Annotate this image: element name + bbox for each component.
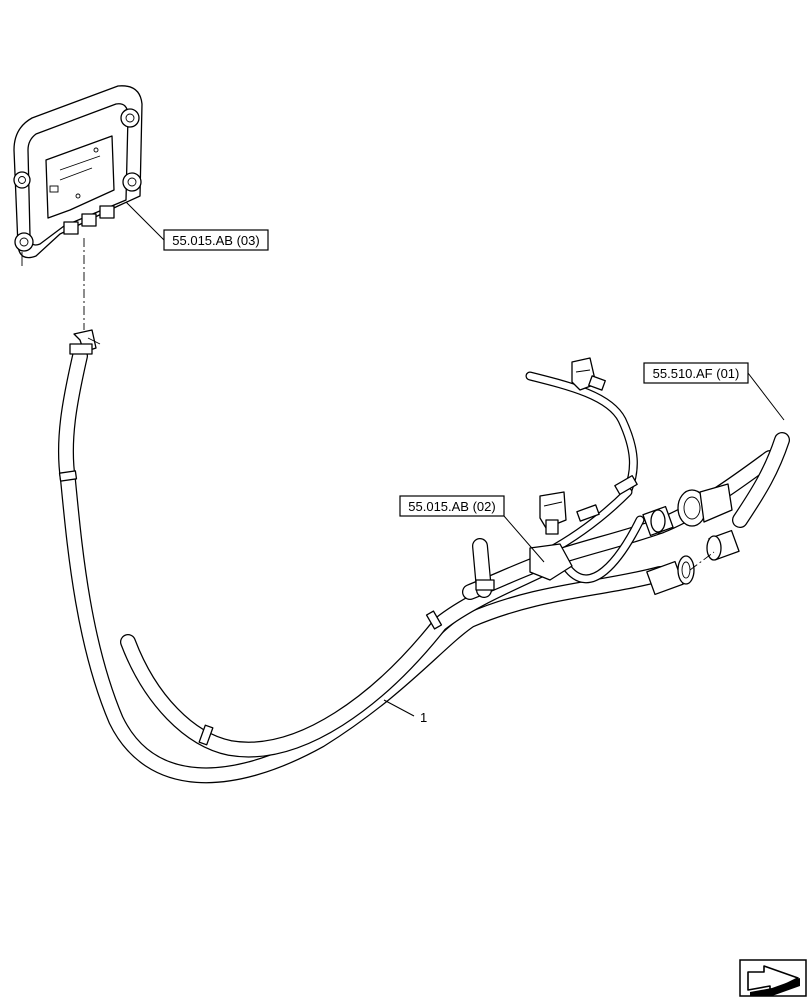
callout-harness-label: 55.015.AB (02) [408, 499, 495, 514]
callout-controller-label: 55.015.AB (03) [172, 233, 259, 248]
plug-connector [642, 483, 733, 537]
socket-connector [646, 529, 740, 596]
callout-harness: 55.015.AB (02) [399, 495, 545, 563]
mid-connector [539, 491, 567, 535]
connector-alignment-line [689, 551, 715, 571]
callout-controller: 55.015.AB (03) [125, 201, 269, 251]
callout-connector: 55.510.AF (01) [643, 362, 785, 421]
main-hose [57, 348, 668, 784]
top-connector [571, 357, 606, 391]
callout-connector-label: 55.510.AF (01) [653, 366, 740, 381]
callout-item: 1 [383, 699, 427, 725]
control-unit [13, 85, 143, 266]
next-page-arrow-icon[interactable] [739, 959, 807, 997]
item-number-label: 1 [420, 710, 427, 725]
hose-clip [69, 329, 101, 355]
wiring-harness [462, 371, 790, 600]
